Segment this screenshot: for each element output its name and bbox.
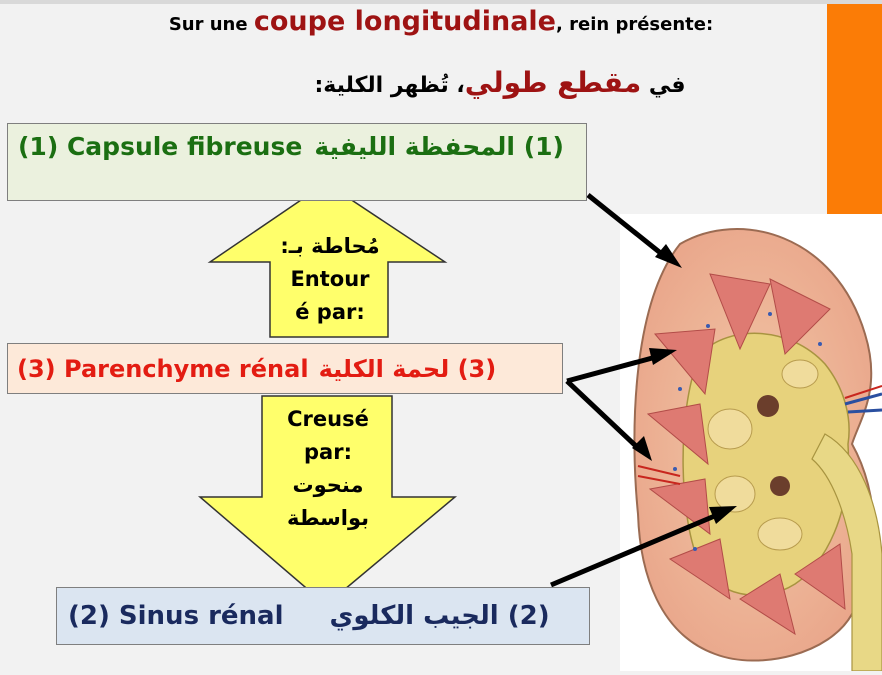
arrowhead-parenchyme-lower xyxy=(632,436,652,461)
kidney-illustration xyxy=(633,228,882,672)
capsule-box: (1) Capsule fibreuse (1) المحفظة الليفية xyxy=(7,123,587,201)
pointer-parenchyme-upper xyxy=(566,354,657,384)
title-ar-after: ، تُظهر الكلية: xyxy=(314,73,465,98)
title-fr-after: , rein présente: xyxy=(556,14,714,35)
down-label-line-3: منحوت xyxy=(292,473,364,497)
kidney-section-image xyxy=(620,214,882,672)
pointer-parenchyme-lower xyxy=(565,379,639,449)
up-arrow-label: مُحاطة بـ: Entour é par: xyxy=(270,230,390,329)
down-label-line-1: Creusé xyxy=(287,407,369,431)
arrowhead-capsule xyxy=(655,244,682,268)
up-label-line-3: é par: xyxy=(295,300,365,324)
title-fr-before: Sur une xyxy=(168,14,254,35)
title-ar-highlight: مقطع طولي xyxy=(464,66,642,99)
down-arrow-label: Creusé par: منحوت بواسطة xyxy=(264,403,392,535)
accent-bar xyxy=(827,4,882,214)
down-label-line-4: بواسطة xyxy=(286,506,370,530)
down-block-arrow xyxy=(197,395,458,606)
up-label-line-2: Entour xyxy=(290,267,370,291)
capsule-label-fr: (1) Capsule fibreuse xyxy=(18,132,303,161)
title-ar-before: في xyxy=(641,73,686,98)
arrowhead-parenchyme-upper xyxy=(649,348,677,365)
top-border xyxy=(0,0,882,4)
sinus-label-fr: (2) Sinus rénal xyxy=(68,601,284,631)
pointer-capsule xyxy=(586,193,665,257)
parenchyme-label-ar: (3) لحمة الكلية xyxy=(318,354,497,383)
arrowhead-sinus xyxy=(709,506,737,524)
parenchyme-box: (3) Parenchyme rénal (3) لحمة الكلية xyxy=(7,343,563,394)
down-label-line-2: par: xyxy=(304,440,352,464)
title-french: Sur une coupe longitudinale, rein présen… xyxy=(0,6,882,37)
title-arabic: في مقطع طولي، تُظهر الكلية: xyxy=(0,66,882,99)
parenchyme-label-fr: (3) Parenchyme rénal xyxy=(17,354,309,383)
pointer-sinus xyxy=(550,512,718,588)
sinus-label-ar: (2) الجيب الكلوي xyxy=(329,601,550,631)
title-fr-highlight: coupe longitudinale xyxy=(253,6,556,37)
up-block-arrow xyxy=(207,182,448,338)
sinus-box: (2) Sinus rénal (2) الجيب الكلوي xyxy=(56,587,590,645)
capsule-label-ar: (1) المحفظة الليفية xyxy=(314,132,564,161)
up-label-line-1: مُحاطة بـ: xyxy=(280,234,380,258)
